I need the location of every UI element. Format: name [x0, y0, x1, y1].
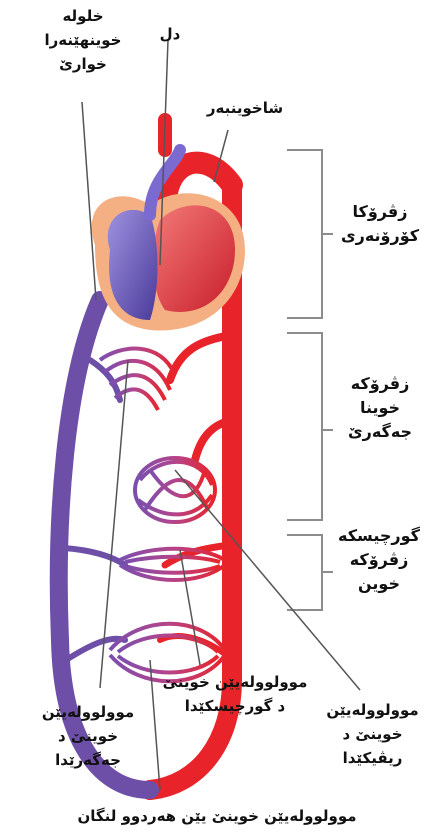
label-cap-kidney-line2: د گورچیسکێدا: [155, 694, 315, 718]
label-cap-liver-line1: موولوولەیێن: [18, 700, 158, 724]
label-cap-liver-line2: خوینێ د: [18, 724, 158, 748]
label-heart-text: دل: [150, 22, 190, 46]
label-lungs: خلوله خوینهێنەرا خوارێ: [18, 4, 148, 76]
intestine-capillaries: [135, 458, 215, 522]
label-kidney-circulation: گورچیسکه زڤرۆکه خوین: [326, 524, 432, 596]
label-lungs-line1: خلوله: [18, 4, 148, 28]
label-aorta: شاخوینبەر: [185, 96, 305, 120]
label-kidney-line2: زڤرۆکه: [326, 548, 432, 572]
label-liver-circulation: زڤرۆکه خوینا جەگەرێ: [330, 372, 430, 444]
label-aorta-text: شاخوینبەر: [185, 96, 305, 120]
label-cap-between-text: موولوولەیێن خوینێ یێن هەردوو لنگان: [40, 804, 394, 828]
label-upper-line1: زڤرۆکا: [330, 200, 430, 224]
label-upper-line2: کۆرۆنەری: [330, 224, 430, 248]
label-lungs-line2: خوینهێنەرا: [18, 28, 148, 52]
label-kidney-line1: گورچیسکه: [326, 524, 432, 548]
label-heart: دل: [150, 22, 190, 46]
label-upper-circulation: زڤرۆکا کۆرۆنەری: [330, 200, 430, 248]
label-lungs-line3: خوارێ: [18, 52, 148, 76]
label-cap-liver-line3: جەگەرێدا: [18, 748, 158, 772]
bracket-liver: [287, 333, 333, 520]
label-kidney-line3: خوین: [326, 572, 432, 596]
label-between-capillaries: موولوولەیێن خوینێ یێن هەردوو لنگان: [40, 804, 394, 828]
bracket-upper: [287, 150, 333, 318]
leader-kidney-cap: [180, 550, 200, 665]
leader-lungs: [82, 102, 96, 300]
label-cap-intestine-line1: موولوولەیێن: [315, 698, 430, 722]
label-cap-intestine-line2: خوینێ د: [315, 722, 430, 746]
label-cap-intestine-line3: ریڤیکێدا: [315, 746, 430, 770]
label-liver-line3: جەگەرێ: [330, 420, 430, 444]
kidney-return: [64, 548, 125, 565]
label-liver-line1: زڤرۆکه: [330, 372, 430, 396]
label-liver-line2: خوینا: [330, 396, 430, 420]
label-intestine-capillaries: موولوولەیێن خوینێ د ریڤیکێدا: [315, 698, 430, 770]
label-kidney-capillaries: موولوولەیێن خوینێ د گورچیسکێدا: [155, 670, 315, 718]
label-cap-kidney-line1: موولوولەیێن خوینێ: [155, 670, 315, 694]
label-liver-capillaries: موولوولەیێن خوینێ د جەگەرێدا: [18, 700, 158, 772]
